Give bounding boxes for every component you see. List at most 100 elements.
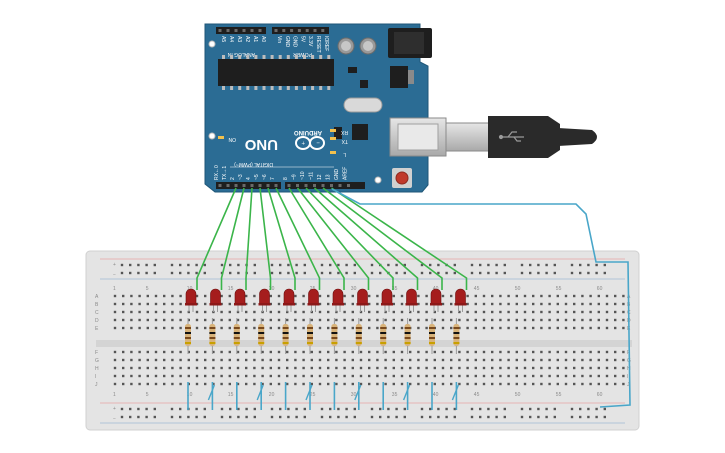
header-pin[interactable] <box>226 184 230 187</box>
header-pin[interactable] <box>242 29 246 32</box>
signal-wire[interactable] <box>322 187 443 290</box>
signal-wire[interactable] <box>331 187 468 290</box>
terminal-hole <box>433 358 436 362</box>
header-pin[interactable] <box>313 29 317 32</box>
terminal-hole <box>163 358 166 362</box>
header-pin[interactable] <box>287 184 291 187</box>
terminal-hole <box>146 294 149 298</box>
terminal-hole <box>573 326 576 330</box>
column-number: 35 <box>392 286 398 292</box>
resistor[interactable] <box>429 324 435 346</box>
red-led[interactable] <box>210 288 221 305</box>
resistor[interactable] <box>233 324 240 346</box>
resistor[interactable] <box>331 324 338 346</box>
header-pin[interactable] <box>274 184 278 187</box>
red-led[interactable] <box>357 288 368 305</box>
header-pin[interactable] <box>258 184 262 187</box>
red-led[interactable] <box>185 288 197 305</box>
terminal-hole <box>605 366 609 370</box>
resistor[interactable] <box>209 324 216 346</box>
column-number: 40 <box>433 392 439 398</box>
l-led <box>330 151 336 154</box>
red-led[interactable] <box>234 288 246 305</box>
header-pin[interactable] <box>347 184 350 187</box>
resistor[interactable] <box>307 324 313 346</box>
terminal-hole <box>179 302 182 306</box>
red-led[interactable] <box>381 288 393 305</box>
reset-button[interactable] <box>395 171 409 185</box>
signal-wire[interactable] <box>305 187 394 290</box>
red-led[interactable] <box>259 288 270 305</box>
resistor[interactable] <box>404 324 411 346</box>
header-pin[interactable] <box>234 29 238 32</box>
terminal-hole <box>491 374 494 378</box>
header-pin[interactable] <box>266 184 270 187</box>
header-pin[interactable] <box>258 29 262 32</box>
resistor[interactable] <box>453 324 460 346</box>
header-pin[interactable] <box>290 29 294 32</box>
terminal-hole <box>491 302 494 306</box>
pin-label: 4 <box>246 177 252 180</box>
signal-wire[interactable] <box>259 187 272 290</box>
signal-wire[interactable] <box>196 187 237 290</box>
led-rim <box>283 303 295 306</box>
led-rim <box>185 303 197 306</box>
header-pin[interactable] <box>250 29 254 32</box>
signal-wire[interactable] <box>245 187 253 290</box>
header-pin[interactable] <box>304 184 308 187</box>
ground-jumper[interactable] <box>305 384 313 401</box>
header-pin[interactable] <box>297 29 301 32</box>
header-pin[interactable] <box>218 29 222 32</box>
header-pin[interactable] <box>305 29 309 32</box>
header-pin[interactable] <box>338 184 342 187</box>
terminal-hole <box>351 326 354 330</box>
header-pin[interactable] <box>282 29 286 32</box>
signal-wire[interactable] <box>296 187 370 290</box>
resistor[interactable] <box>355 324 362 346</box>
terminal-hole <box>614 302 617 306</box>
red-led[interactable] <box>283 288 295 305</box>
ground-jumper[interactable] <box>451 384 460 401</box>
header-pin[interactable] <box>296 184 299 187</box>
red-led[interactable] <box>308 288 319 305</box>
ground-jumper[interactable] <box>256 384 264 401</box>
header-pin[interactable] <box>274 29 278 32</box>
ground-jumper[interactable] <box>402 384 411 401</box>
rail-hole <box>179 271 182 275</box>
signal-wire[interactable] <box>267 187 296 290</box>
pin-label: A3 <box>236 36 242 42</box>
header-pin[interactable] <box>218 184 222 187</box>
resistor[interactable] <box>282 324 289 346</box>
header-pin[interactable] <box>321 184 325 187</box>
header-pin[interactable] <box>242 184 246 187</box>
chip-pin <box>262 55 266 59</box>
chip-pin <box>311 55 315 59</box>
ground-wire[interactable] <box>331 188 631 408</box>
signal-wire[interactable] <box>275 187 321 290</box>
column-number: 45 <box>474 286 480 292</box>
terminal-hole <box>359 350 363 354</box>
header-pin[interactable] <box>321 29 325 32</box>
red-led[interactable] <box>406 288 417 305</box>
ground-jumper[interactable] <box>354 384 362 401</box>
header-pin[interactable] <box>234 184 238 187</box>
signal-wire[interactable] <box>288 187 345 290</box>
header-pin[interactable] <box>313 184 316 187</box>
header-pin[interactable] <box>330 184 333 187</box>
usb-cable[interactable] <box>445 116 597 158</box>
header-pin[interactable] <box>226 29 230 32</box>
header-pin[interactable] <box>250 184 254 187</box>
ground-jumper[interactable] <box>207 384 216 401</box>
rail-hole <box>345 415 348 419</box>
resistor[interactable] <box>185 324 191 346</box>
signal-wire[interactable] <box>313 187 419 290</box>
signal-wire[interactable] <box>220 187 245 290</box>
resistor[interactable] <box>380 324 387 346</box>
resistor[interactable] <box>258 324 265 346</box>
red-led[interactable] <box>430 288 442 305</box>
red-led[interactable] <box>455 288 466 305</box>
red-led[interactable] <box>332 288 344 305</box>
terminal-hole <box>146 318 149 322</box>
terminal-hole <box>392 358 395 362</box>
